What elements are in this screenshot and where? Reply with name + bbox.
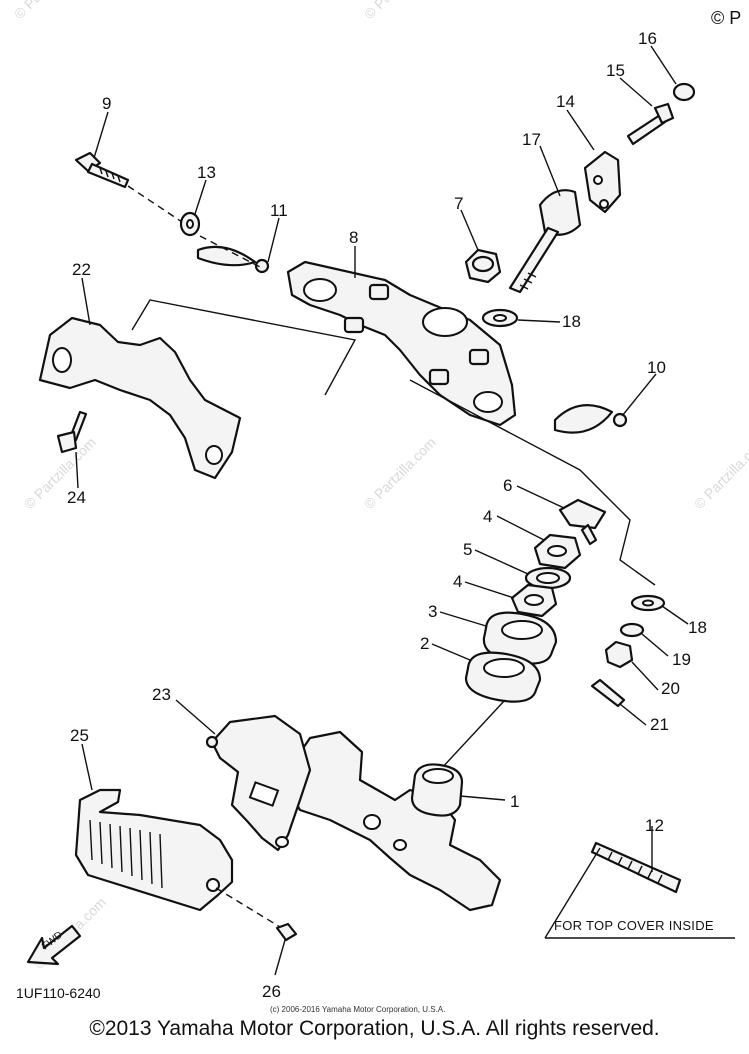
dashed-guide xyxy=(127,185,186,225)
part-4-ring-nut-lower xyxy=(510,583,558,618)
callout-25: 25 xyxy=(70,726,89,745)
part-20-nut xyxy=(604,640,634,669)
assembly-line xyxy=(409,379,656,586)
part-14-holder-cap xyxy=(583,150,622,214)
part-17-holder xyxy=(508,189,582,294)
callout-leaders xyxy=(75,45,689,976)
callout-2: 2 xyxy=(420,634,429,653)
part-25-guard xyxy=(74,788,234,912)
callout-13: 13 xyxy=(197,163,216,182)
callout-4: 4 xyxy=(453,572,462,591)
part-16-cap xyxy=(672,82,696,102)
callout-6: 6 xyxy=(503,476,512,495)
part-6-lock-washer xyxy=(558,498,607,546)
part-21-bolt xyxy=(590,678,626,708)
callout-18: 18 xyxy=(688,618,707,637)
stem-line xyxy=(439,699,506,771)
callout-8: 8 xyxy=(349,228,358,247)
dashed-guide xyxy=(215,887,286,931)
part-2-bearing xyxy=(464,651,542,703)
note-label: FOR TOP COVER INSIDE xyxy=(554,918,714,933)
part-19-spring-washer xyxy=(619,622,645,638)
part-8-upper-bracket xyxy=(286,260,517,427)
part-9-bolt xyxy=(74,151,130,189)
callout-17: 17 xyxy=(522,130,541,149)
callout-19: 19 xyxy=(672,650,691,669)
callout-4: 4 xyxy=(483,507,492,526)
part-4-ring-nut-upper xyxy=(533,533,582,570)
callout-7: 7 xyxy=(454,194,463,213)
callout-3: 3 xyxy=(428,602,437,621)
part-24-bolt xyxy=(56,410,88,454)
callout-18: 18 xyxy=(562,312,581,331)
callout-26: 26 xyxy=(262,982,281,1001)
part-12-cable-tie xyxy=(590,841,682,894)
callout-20: 20 xyxy=(661,679,680,698)
watermark: © Partzilla.com xyxy=(691,434,749,512)
callout-1: 1 xyxy=(510,792,519,811)
part-7-nut xyxy=(464,248,502,284)
callout-10: 10 xyxy=(647,358,666,377)
assembly-line xyxy=(131,299,357,396)
callout-21: 21 xyxy=(650,715,669,734)
callout-12: 12 xyxy=(645,816,664,835)
watermark: © Partzilla.com xyxy=(361,434,439,512)
callout-22: 22 xyxy=(72,260,91,279)
part-15-bolt xyxy=(626,102,675,146)
callout-24: 24 xyxy=(67,488,86,507)
callout-16: 16 xyxy=(638,29,657,48)
callout-11: 11 xyxy=(270,201,288,220)
watermark: © Partzilla.com xyxy=(361,0,439,22)
part-13-washer xyxy=(179,211,201,237)
part-23-bracket xyxy=(205,714,312,852)
part-11-band xyxy=(196,245,270,274)
diagram-copyright: (c) 2006-2016 Yamaha Motor Corporation, … xyxy=(270,1005,445,1014)
callout-labels: 1 2 3 4 4 5 6 7 8 9 10 11 12 13 14 15 16… xyxy=(67,29,707,1001)
callout-14: 14 xyxy=(556,92,575,111)
diagram-code: 1UF110-6240 xyxy=(16,985,101,1001)
watermark: © Partzilla.com xyxy=(11,0,89,22)
callout-5: 5 xyxy=(463,540,472,559)
note-leader xyxy=(544,847,601,939)
part-18-washer-upper xyxy=(481,308,519,328)
callout-15: 15 xyxy=(606,61,625,80)
callout-9: 9 xyxy=(102,94,111,113)
part-22-meter-bracket xyxy=(38,316,242,480)
part-18-washer-lower xyxy=(630,594,666,612)
part-10-band xyxy=(553,404,628,434)
callout-23: 23 xyxy=(152,685,171,704)
part-26-screw xyxy=(275,922,298,942)
part-1-under-bracket xyxy=(286,730,502,912)
corner-copyright-mark: © P xyxy=(711,8,741,28)
part-3-bearing xyxy=(482,611,558,665)
footer-copyright: ©2013 Yamaha Motor Corporation, U.S.A. A… xyxy=(89,1017,660,1040)
